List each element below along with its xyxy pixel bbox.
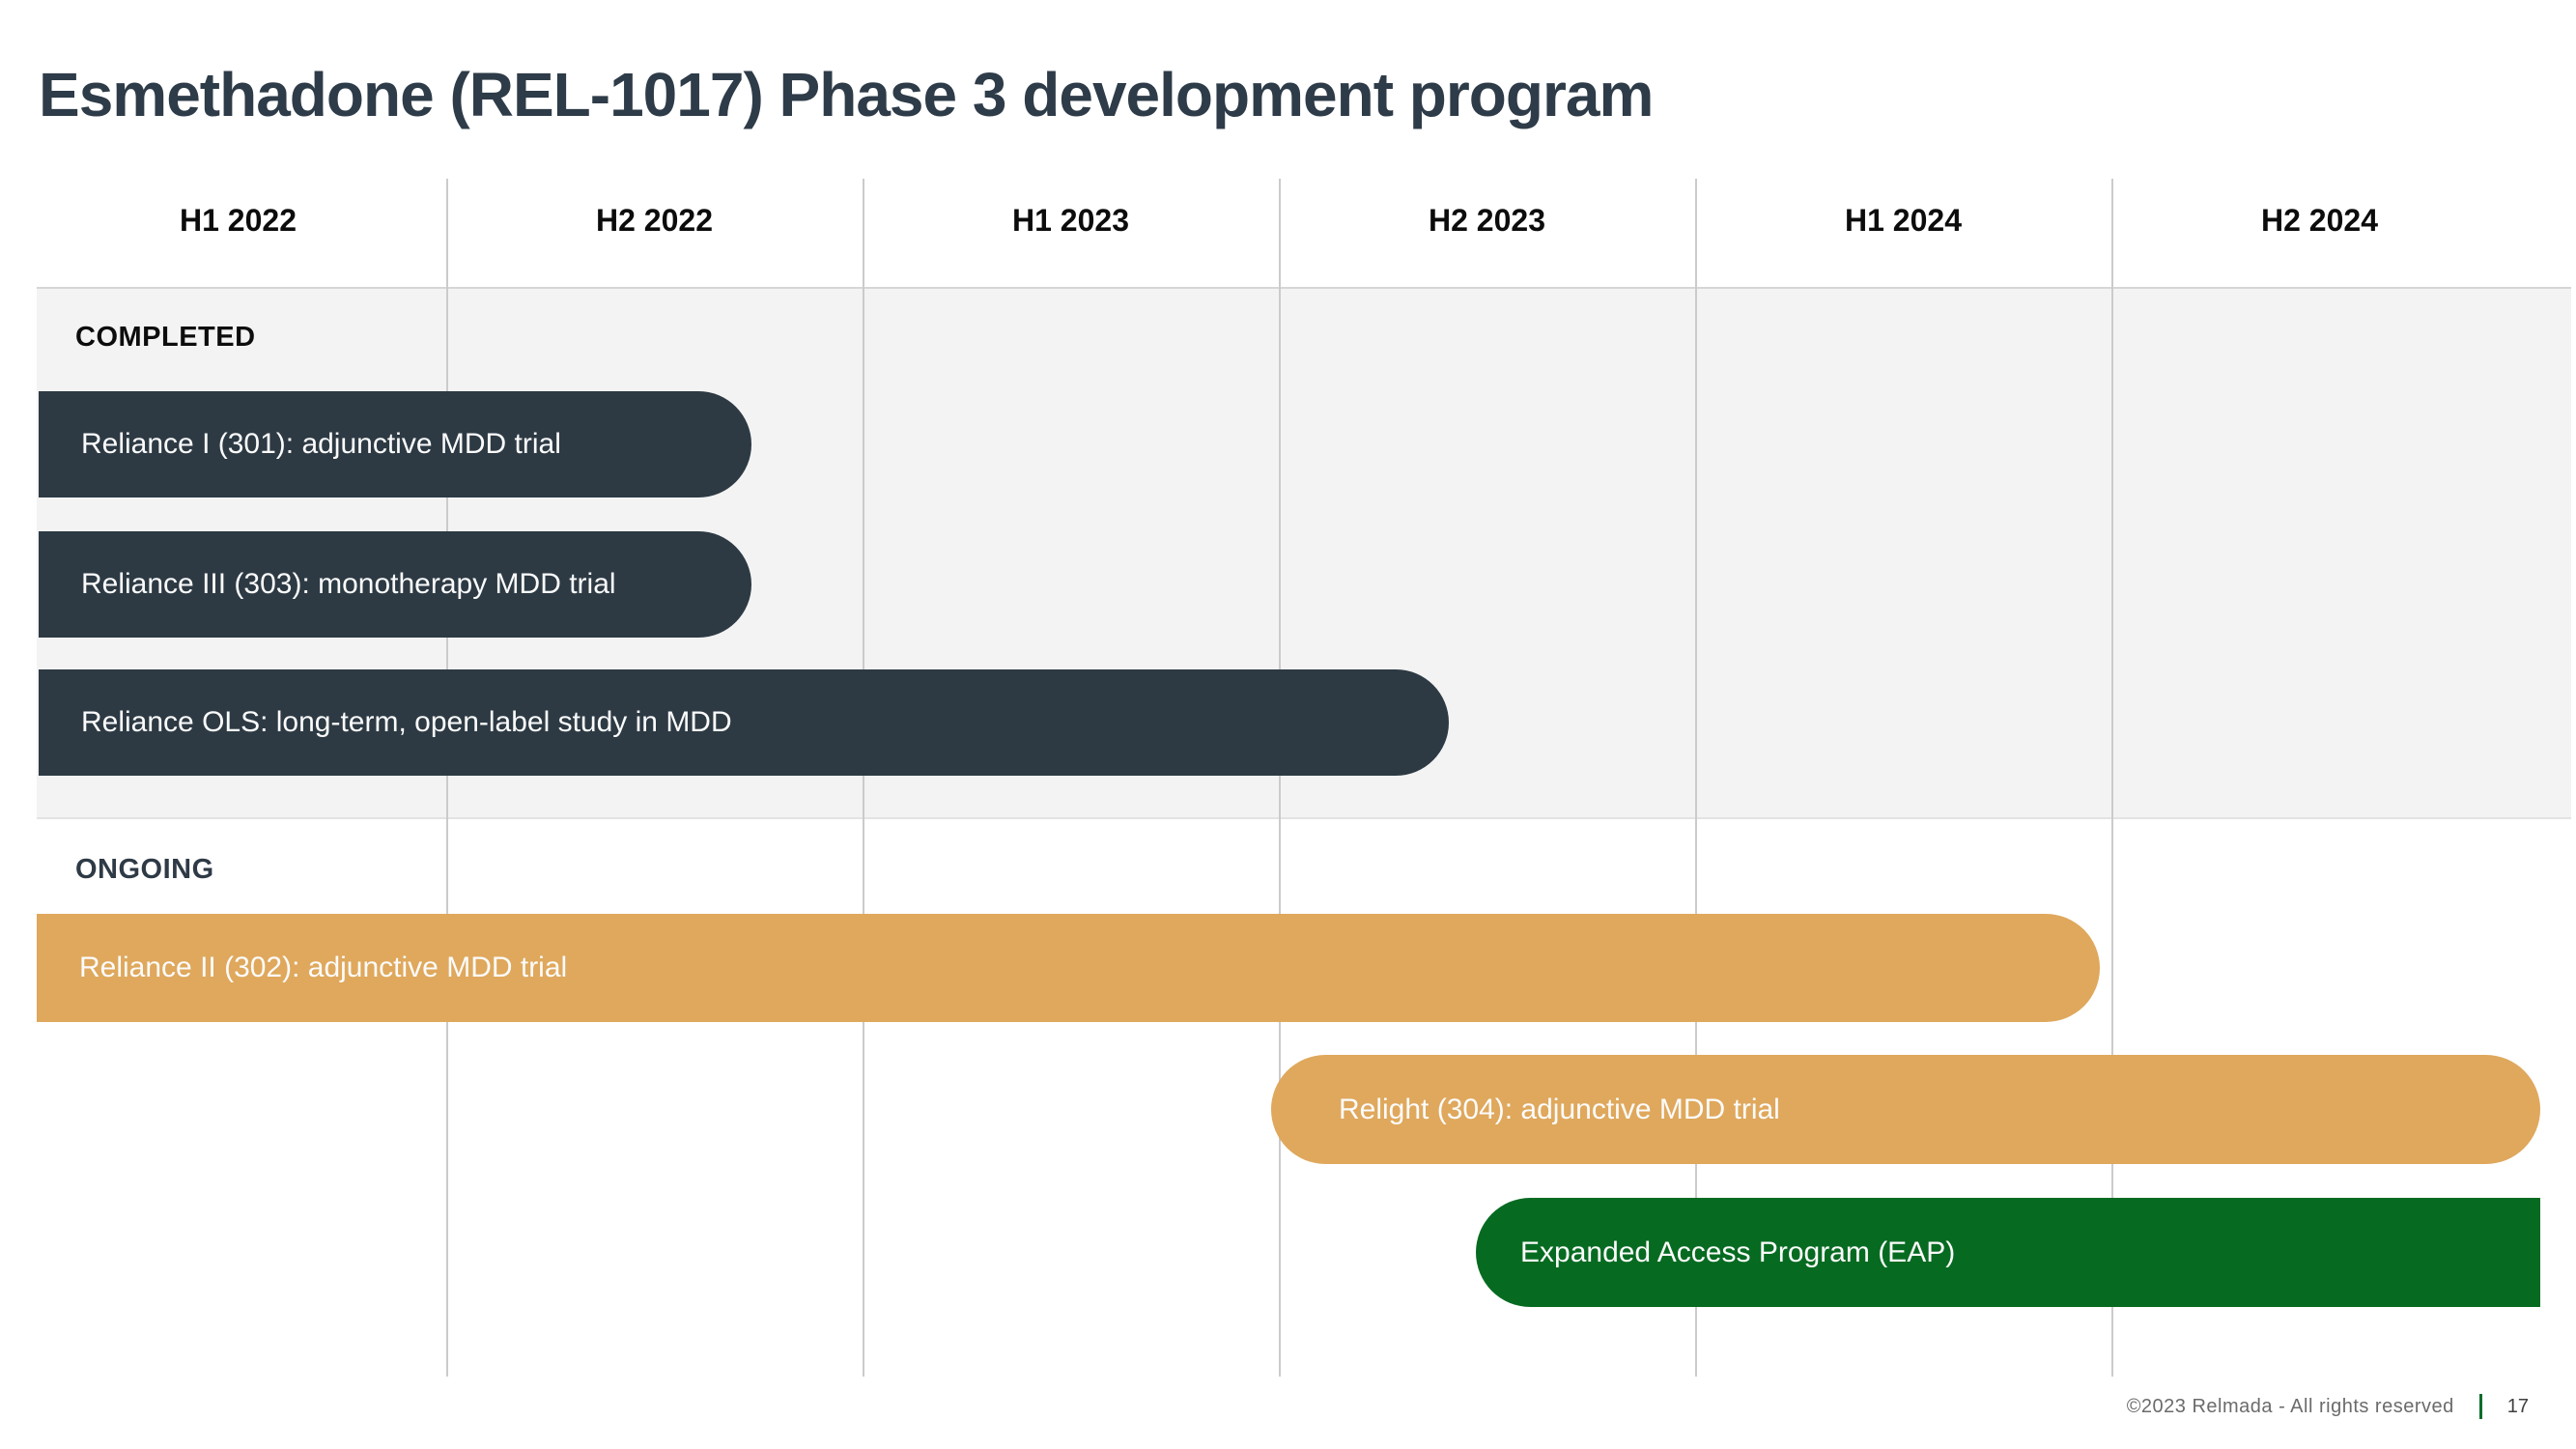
bar-label: Reliance III (303): monotherapy MDD tria… (81, 568, 616, 600)
column-header-h2-2022: H2 2022 (596, 203, 713, 238)
grid-line (2111, 179, 2113, 1377)
page-number: 17 (2506, 1395, 2529, 1417)
gantt-bar-reliance-ii-302: Reliance II (302): adjunctive MDD trial (37, 914, 2100, 1022)
column-header-h1-2024: H1 2024 (1845, 203, 1962, 238)
copyright-text: ©2023 Relmada - All rights reserved (2126, 1395, 2454, 1417)
footer: ©2023 Relmada - All rights reserved 17 (2127, 1394, 2529, 1419)
gantt-bar-reliance-i-301: Reliance I (301): adjunctive MDD trial (39, 391, 751, 497)
grid-line (446, 179, 448, 1377)
section-label-ongoing: ONGOING (75, 854, 214, 885)
gantt-bar-relight-304: Relight (304): adjunctive MDD trial (1271, 1055, 2540, 1164)
bar-label: Relight (304): adjunctive MDD trial (1339, 1093, 1780, 1125)
section-label-completed: COMPLETED (75, 322, 256, 353)
footer-separator (2478, 1394, 2482, 1419)
page-title: Esmethadone (REL-1017) Phase 3 developme… (39, 59, 1654, 129)
column-header-h1-2022: H1 2022 (180, 203, 297, 238)
grid-line (863, 179, 864, 1377)
bar-label: Expanded Access Program (EAP) (1520, 1236, 1956, 1268)
gantt-bar-reliance-ols: Reliance OLS: long-term, open-label stud… (39, 669, 1449, 776)
gantt-bar-expanded-access-program: Expanded Access Program (EAP) (1476, 1198, 2540, 1307)
column-header-h1-2023: H1 2023 (1012, 203, 1129, 238)
gantt-bar-reliance-iii-303: Reliance III (303): monotherapy MDD tria… (39, 531, 751, 638)
column-header-h2-2023: H2 2023 (1429, 203, 1545, 238)
bar-label: Reliance OLS: long-term, open-label stud… (81, 706, 732, 738)
grid-line (1695, 179, 1697, 1377)
bar-label: Reliance II (302): adjunctive MDD trial (79, 952, 568, 983)
grid-line (1279, 179, 1281, 1377)
bar-label: Reliance I (301): adjunctive MDD trial (81, 428, 561, 460)
column-header-h2-2024: H2 2024 (2261, 203, 2378, 238)
